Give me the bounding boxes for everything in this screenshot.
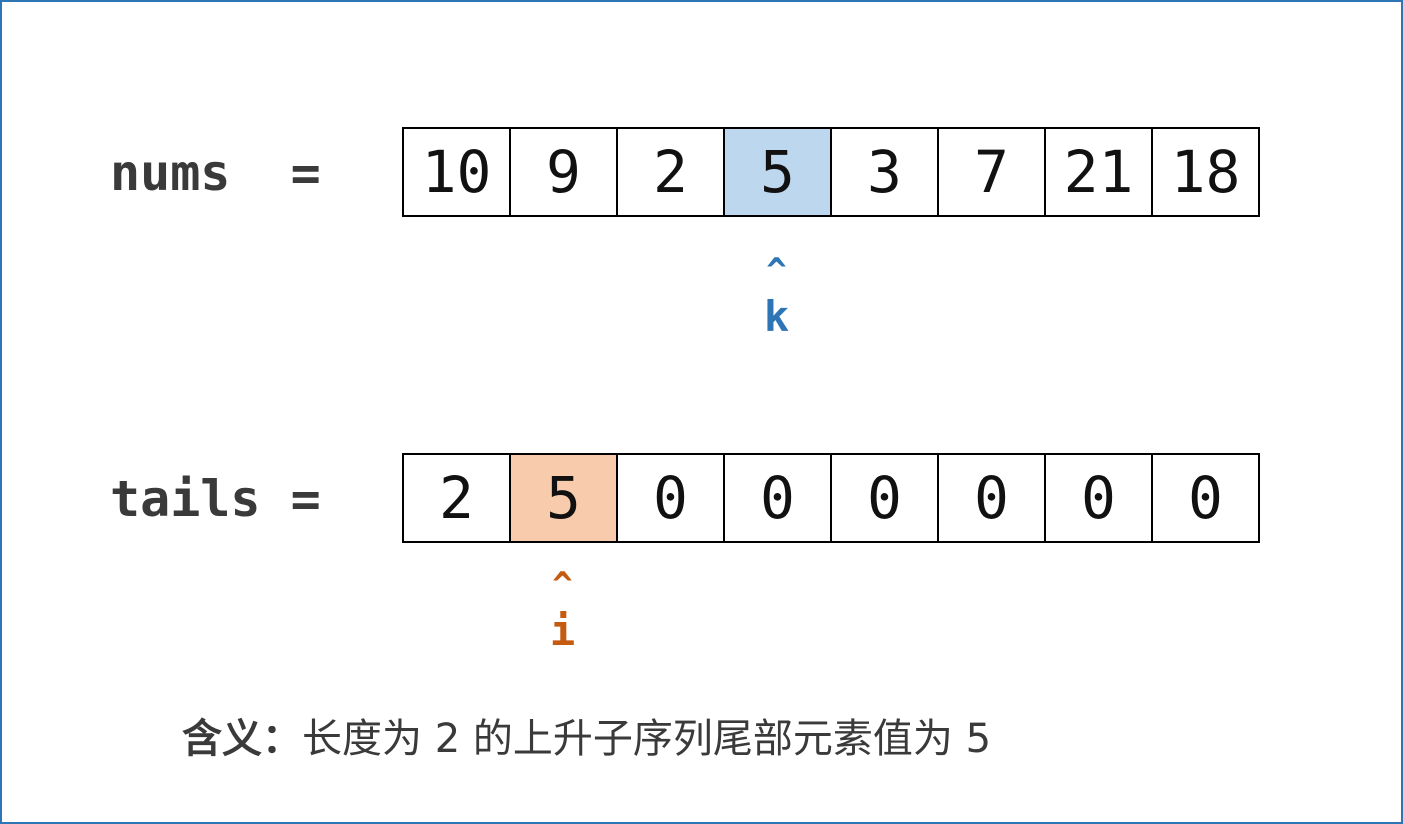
meaning-label: 含义：	[182, 716, 302, 762]
tails-cell: 0	[1046, 453, 1153, 543]
nums-cell: 5	[725, 127, 832, 217]
k-pointer: ^ k	[747, 254, 807, 338]
nums-cell: 10	[404, 127, 511, 217]
meaning-text: 长度为 2 的上升子序列尾部元素值为 5	[302, 716, 992, 762]
nums-cell: 9	[511, 127, 618, 217]
tails-label: tails =	[110, 470, 321, 528]
nums-label: nums =	[110, 144, 321, 202]
nums-cell: 2	[618, 127, 725, 217]
k-pointer-label: k	[763, 292, 790, 341]
tails-cell: 0	[939, 453, 1046, 543]
nums-cell: 3	[832, 127, 939, 217]
i-pointer-label: i	[549, 606, 576, 655]
tails-cell: 5	[511, 453, 618, 543]
i-pointer: ^ i	[533, 568, 593, 652]
k-caret: ^	[766, 251, 787, 291]
nums-cell: 21	[1046, 127, 1153, 217]
tails-cell: 0	[618, 453, 725, 543]
tails-cell: 0	[1153, 453, 1260, 543]
tails-cell: 0	[725, 453, 832, 543]
tails-cell: 2	[404, 453, 511, 543]
i-caret: ^	[552, 565, 573, 605]
nums-cell: 18	[1153, 127, 1260, 217]
tails-cell: 0	[832, 453, 939, 543]
meaning-caption: 含义：长度为 2 的上升子序列尾部元素值为 5	[182, 706, 991, 764]
nums-cell: 7	[939, 127, 1046, 217]
